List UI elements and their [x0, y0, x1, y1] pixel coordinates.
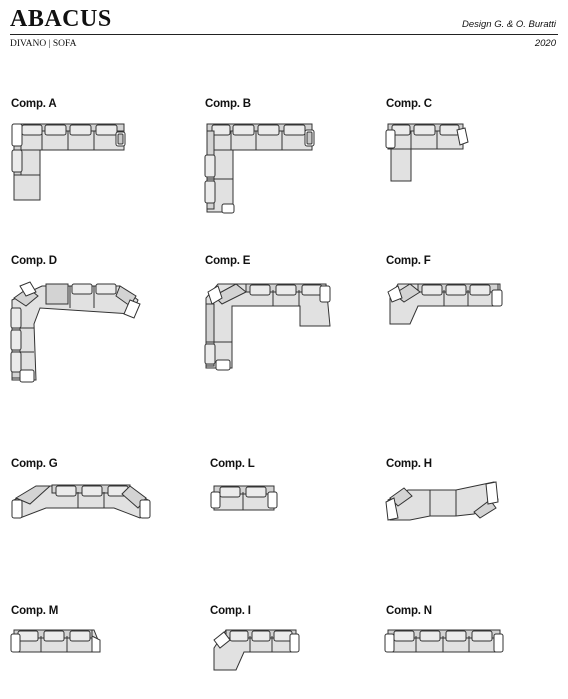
comp-d-label: Comp. D — [11, 255, 57, 267]
year-label: 2020 — [534, 38, 556, 49]
comp-h-label: Comp. H — [386, 458, 432, 470]
page-subtitle: DIVANO | SOFA — [10, 39, 77, 49]
header-divider — [10, 34, 558, 35]
comp-n-label: Comp. N — [386, 605, 432, 617]
comp-b-label: Comp. B — [205, 98, 251, 110]
comp-l-label: Comp. L — [210, 458, 255, 470]
comp-f-label: Comp. F — [386, 255, 431, 267]
comp-a-label: Comp. A — [11, 98, 57, 110]
designer-credit: Design G. & O. Buratti — [462, 19, 556, 30]
comp-m-label: Comp. M — [11, 605, 59, 617]
comp-g-label: Comp. G — [11, 458, 58, 470]
comp-c-label: Comp. C — [386, 98, 432, 110]
page-title: ABACUS — [10, 6, 112, 32]
comp-e-label: Comp. E — [205, 255, 251, 267]
comp-i-label: Comp. I — [210, 605, 251, 617]
